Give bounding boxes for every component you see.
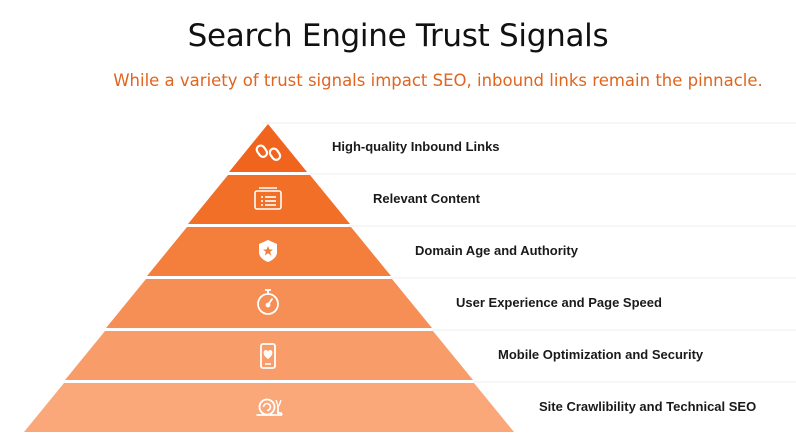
content-list-icon	[254, 187, 282, 210]
pyramid-tier-6: Site Crawlibility and Technical SEO	[24, 381, 796, 432]
page-subtitle: While a variety of trust signals impact …	[113, 71, 763, 90]
tier-label: Site Crawlibility and Technical SEO	[539, 399, 756, 414]
pyramid-tier-2: Relevant Content	[188, 173, 796, 224]
snail-icon	[256, 398, 283, 416]
tier-shape	[229, 124, 307, 172]
tier-shape	[188, 175, 350, 224]
speedometer-icon	[257, 289, 279, 315]
tier-label: User Experience and Page Speed	[456, 295, 662, 310]
pyramid-tier-3: Domain Age and Authority	[147, 225, 796, 276]
tier-label: Relevant Content	[373, 191, 481, 206]
pyramid-tier-5: Mobile Optimization and Security	[65, 329, 796, 380]
pyramid-tier-1: High-quality Inbound Links	[229, 122, 796, 172]
mobile-heart-icon	[260, 343, 276, 369]
tier-label: High-quality Inbound Links	[332, 139, 500, 154]
tier-label: Mobile Optimization and Security	[498, 347, 704, 362]
link-icon	[255, 144, 282, 161]
pyramid-tier-4: User Experience and Page Speed	[106, 277, 796, 328]
tier-label: Domain Age and Authority	[415, 243, 579, 258]
shield-star-icon	[259, 240, 277, 262]
page-title: Search Engine Trust Signals	[187, 18, 609, 54]
tier-shape	[24, 383, 514, 432]
